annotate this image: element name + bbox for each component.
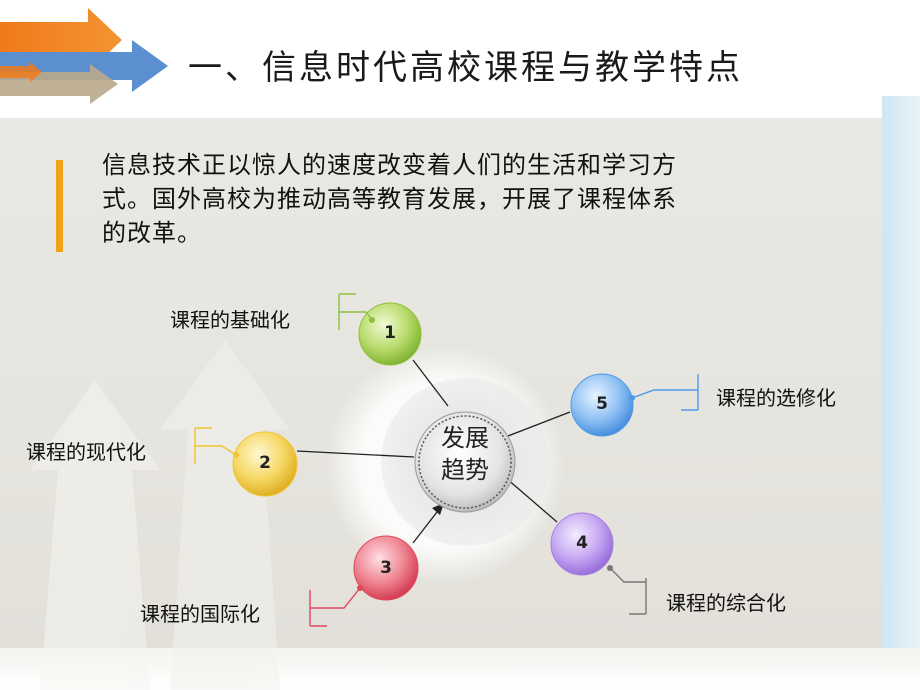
connector-3 [412,511,438,544]
small-orange-arrow-icon [0,62,42,82]
node-1-number: 1 [384,323,396,343]
callout-1-dot [369,317,375,323]
callout-4-dot [607,565,613,571]
intro-paragraph: 信息技术正以惊人的速度改变着人们的生活和学习方 式。国外高校为推动高等教育发展，… [102,148,812,250]
center-label: 发展 趋势 [420,422,510,486]
node-1-label: 课程的基础化 [170,308,290,332]
intro-line-1: 信息技术正以惊人的速度改变着人们的生活和学习方 [102,151,677,179]
center-label-line-2: 趋势 [441,456,489,484]
callout-2-dot [233,452,239,458]
node-4-label: 课程的综合化 [666,591,786,615]
hub-core [414,411,516,513]
node-5-number: 5 [596,394,608,414]
callout-3 [309,587,361,627]
hub-dotted-ring [418,415,512,509]
center-label-line-1: 发展 [441,424,489,452]
intro-line-2: 式。国外高校为推动高等教育发展，开展了课程体系 [102,185,677,213]
panel-side-strip [882,96,920,648]
callout-1 [338,293,373,330]
callout-2 [194,427,237,464]
background-arrows [30,340,290,690]
node-4-number: 4 [576,533,588,553]
accent-bar [56,160,63,252]
intro-line-3: 的改革。 [102,219,202,247]
node-5 [570,373,634,437]
node-2-label: 课程的现代化 [26,440,146,464]
node-3-number: 3 [380,558,392,578]
header-arrows [0,8,168,104]
node-2-number: 2 [259,453,271,473]
callout-3-dot [357,585,363,591]
connector-5 [507,411,571,437]
page-title: 一、信息时代高校课程与教学特点 [188,48,743,88]
callout-5 [631,374,699,411]
callout-4 [609,567,647,615]
callout-5-dot [629,395,635,401]
node-4 [550,512,614,576]
node-3 [353,535,419,601]
bottom-band [0,648,920,690]
connector-4 [505,477,558,523]
node-3-label: 课程的国际化 [140,602,260,626]
connector-2 [296,450,415,458]
connector-1 [412,359,449,407]
node-5-label: 课程的选修化 [716,386,836,410]
node-2 [232,431,298,497]
